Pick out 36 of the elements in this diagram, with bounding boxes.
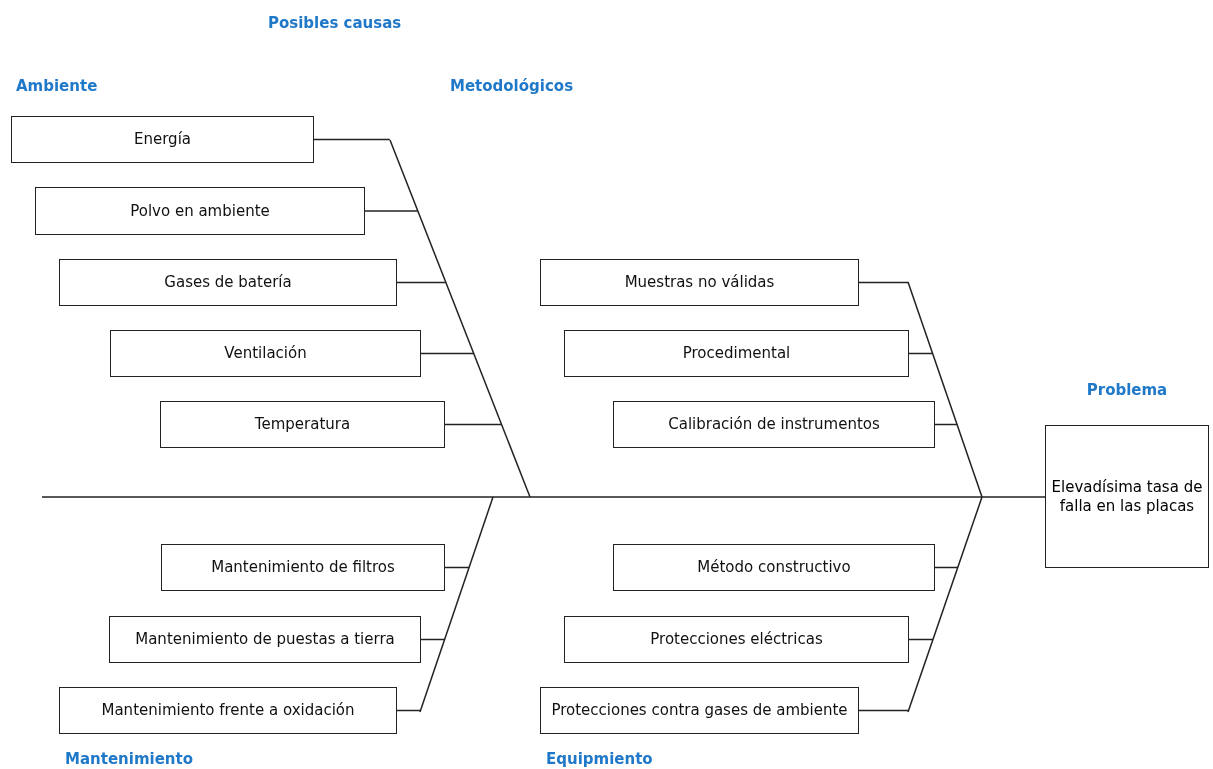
- spine-line: [41, 496, 1046, 498]
- cause-line: [858, 709, 910, 712]
- cause-box: Energía: [11, 116, 314, 163]
- cause-box: Mantenimiento de puestas a tierra: [109, 616, 421, 663]
- problem-heading: Problema: [1085, 381, 1169, 399]
- cause-box: Mantenimiento frente a oxidación: [59, 687, 397, 734]
- cause-box: Muestras no válidas: [540, 259, 859, 306]
- problem-box: Elevadísima tasa de falla en las placas: [1045, 425, 1209, 568]
- cause-line: [444, 566, 470, 569]
- cause-box: Polvo en ambiente: [35, 187, 365, 235]
- cause-line: [364, 210, 419, 212]
- cause-box: Protecciones eléctricas: [564, 616, 909, 663]
- category-heading: Mantenimiento: [65, 750, 193, 768]
- cause-line: [420, 638, 446, 641]
- category-heading: Equipmiento: [546, 750, 653, 768]
- cause-box: Calibración de instrumentos: [613, 401, 935, 448]
- cause-line: [908, 638, 934, 641]
- cause-line: [396, 281, 447, 284]
- cause-line: [313, 138, 391, 141]
- cause-box: Método constructivo: [613, 544, 935, 591]
- cause-box: Temperatura: [160, 401, 445, 448]
- cause-line: [934, 566, 959, 569]
- cause-box: Ventilación: [110, 330, 421, 377]
- cause-box: Gases de batería: [59, 259, 397, 306]
- cause-box: Procedimental: [564, 330, 909, 377]
- category-heading: Ambiente: [16, 77, 98, 95]
- cause-line: [444, 423, 503, 426]
- category-heading: Metodológicos: [450, 77, 574, 95]
- cause-line: [908, 352, 934, 355]
- cause-line: [420, 352, 475, 355]
- cause-line: [858, 281, 909, 284]
- cause-line: [934, 423, 958, 426]
- cause-box: Mantenimiento de filtros: [161, 544, 445, 591]
- diagram-title: Posibles causas: [268, 14, 402, 32]
- cause-box: Protecciones contra gases de ambiente: [540, 687, 859, 734]
- cause-line: [396, 709, 422, 712]
